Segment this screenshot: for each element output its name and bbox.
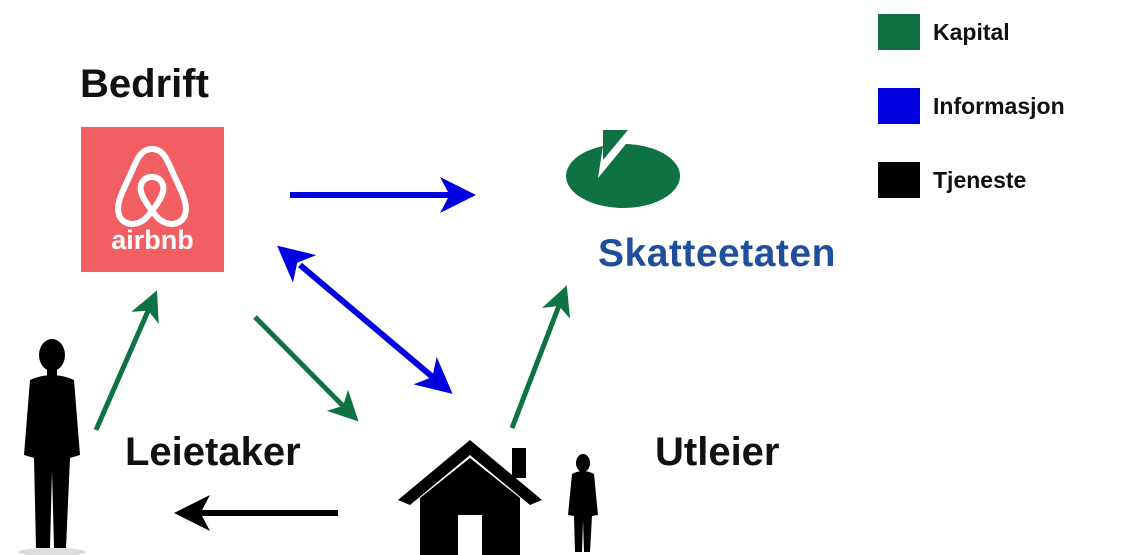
airbnb-belo-icon (115, 146, 189, 227)
legend-swatch-informasjon (878, 88, 920, 124)
skatteetaten-label: Skatteetaten (598, 232, 836, 275)
leietaker-label: Leietaker (125, 430, 301, 474)
legend-label-informasjon: Informasjon (933, 93, 1065, 119)
airbnb-logo: airbnb (81, 127, 224, 272)
legend-label-tjeneste: Tjeneste (933, 167, 1027, 193)
leietaker-person-icon (24, 339, 80, 548)
arrow-kapital-leietaker-bedrift (93, 290, 159, 432)
bedrift-label: Bedrift (80, 62, 209, 106)
skatteetaten-logo-icon (566, 130, 681, 208)
house-icon (398, 440, 542, 555)
arrow-kapital-bedrift-utleier (253, 315, 359, 422)
airbnb-wordmark: airbnb (111, 225, 194, 255)
legend-label-kapital: Kapital (933, 19, 1010, 45)
arrow-kapital-utleier-skatteetaten (509, 285, 571, 429)
utleier-label: Utleier (655, 430, 780, 474)
leietaker-shadow (18, 548, 86, 555)
arrow-info-bedrift-utleier (277, 245, 453, 394)
legend-swatch-tjeneste (878, 162, 920, 198)
legend-swatch-kapital (878, 14, 920, 50)
utleier-person-icon (568, 454, 598, 552)
